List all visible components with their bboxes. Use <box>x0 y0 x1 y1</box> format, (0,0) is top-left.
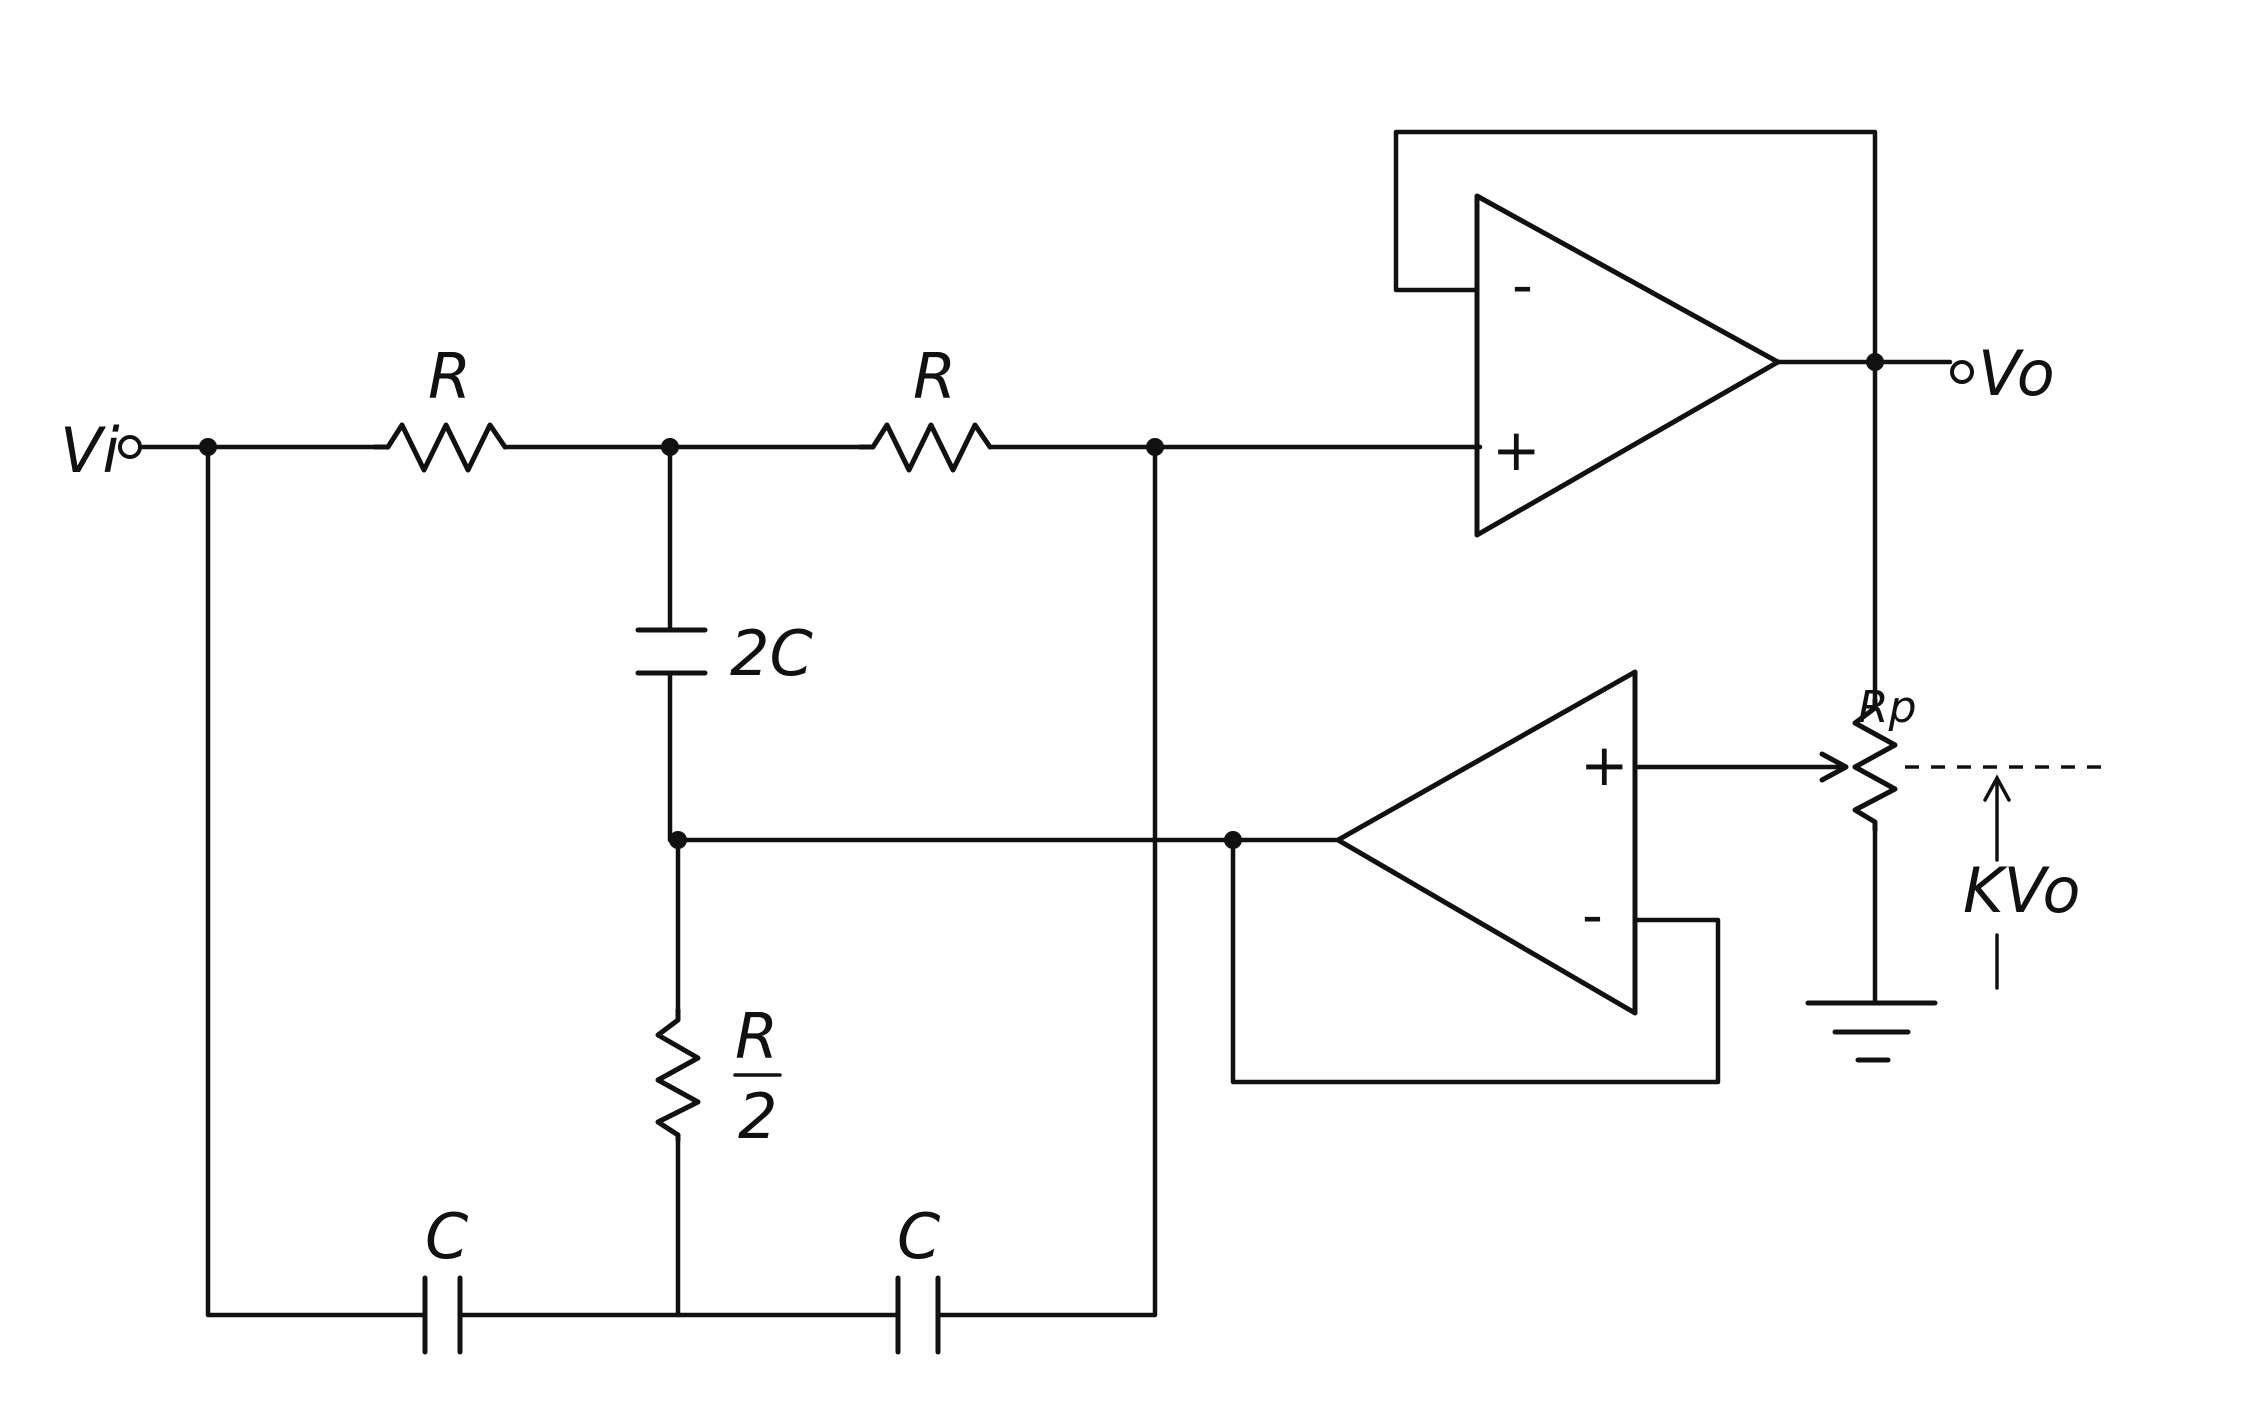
junction-input <box>199 438 217 456</box>
label-rp: Rp <box>1858 682 1917 733</box>
junction-nodes <box>199 353 1884 849</box>
label-r-half-numerator: R <box>735 1000 778 1073</box>
label-kvo: KVo <box>1963 854 2080 927</box>
opamp-bottom-plus-sign: + <box>1580 731 1629 799</box>
wire-left-vertical <box>205 444 428 1318</box>
opamp-top: - + <box>1474 193 1781 538</box>
label-2c: 2C <box>730 617 813 690</box>
opamp-top-minus-sign: - <box>1512 251 1533 319</box>
label-c-bottom-left: C <box>425 1200 469 1273</box>
junction-mid-top <box>661 438 679 456</box>
resistor-r-top-right <box>857 422 993 473</box>
wires <box>140 129 1953 1318</box>
wire-top-feedback <box>1393 129 1878 365</box>
potentiometer-rp <box>1819 697 1898 833</box>
capacitor-c-bottom-right <box>895 1275 941 1355</box>
label-output-vo: Vo <box>1978 337 2055 410</box>
wire-bottom-right <box>935 444 1158 1318</box>
label-r-top-right: R <box>913 340 956 413</box>
junction-center <box>669 831 687 849</box>
junction-output <box>1866 353 1884 371</box>
wire-buffer-feedback <box>1230 837 1721 1085</box>
label-r-half-denominator: 2 <box>738 1080 777 1153</box>
ground-symbol <box>1805 1000 1938 1063</box>
output-terminal <box>1950 360 1974 384</box>
capacitor-2c <box>635 627 708 676</box>
opamp-top-plus-sign: + <box>1492 416 1541 484</box>
resistor-r-top-left <box>372 422 508 473</box>
capacitor-c-bottom-left <box>422 1275 463 1355</box>
label-r-top-left: R <box>428 340 471 413</box>
opamp-bottom-minus-sign: - <box>1582 881 1603 949</box>
kvo-arrow <box>1983 774 2011 990</box>
junction-buffer-out <box>1224 831 1242 849</box>
opamp-bottom: + - <box>1335 669 1638 1016</box>
input-terminal <box>118 435 142 459</box>
junction-plus-input <box>1146 438 1164 456</box>
resistor-r-half <box>655 1007 701 1143</box>
label-c-bottom-right: C <box>897 1200 941 1273</box>
label-input-vi: Vi <box>60 414 120 487</box>
